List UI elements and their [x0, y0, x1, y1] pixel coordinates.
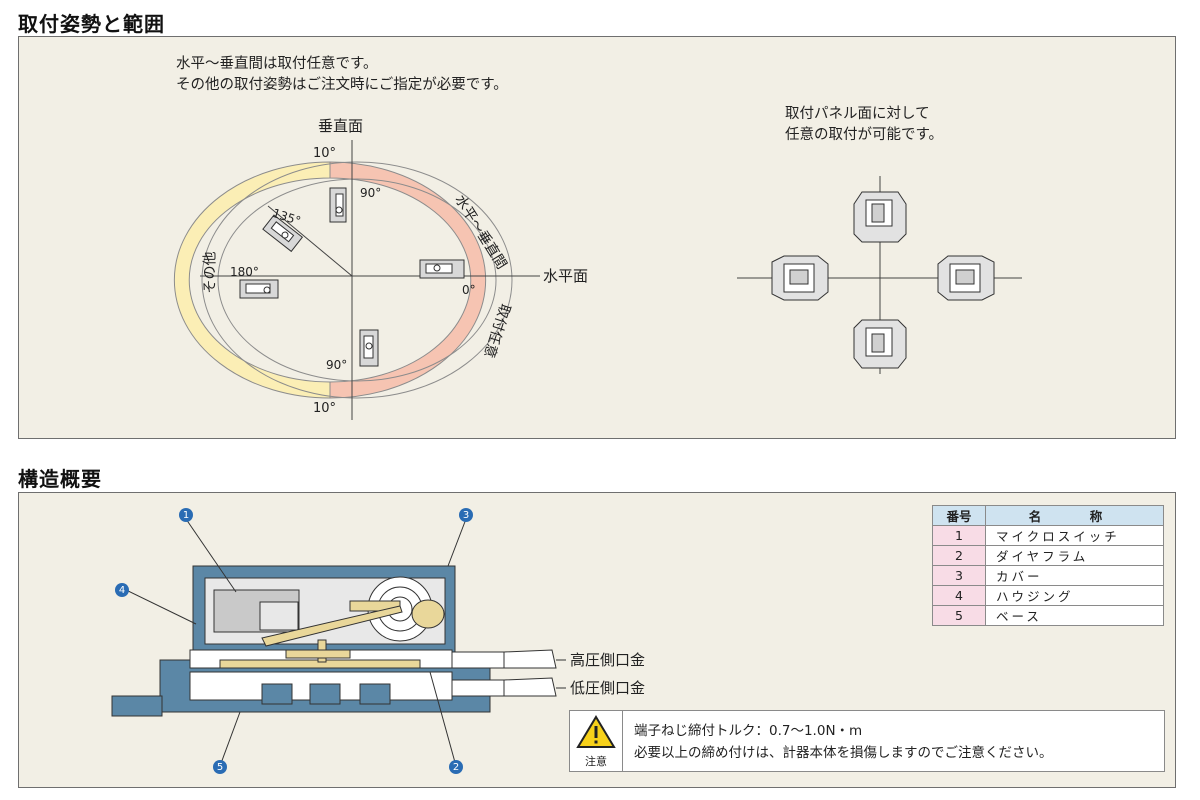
caution-icon-cell: 注意: [570, 711, 623, 771]
callout-1: 1: [182, 510, 190, 521]
part-name: ベース: [985, 605, 1164, 626]
low-port-nozzle: [451, 677, 557, 697]
horizontal-plane-label: 水平面: [543, 267, 589, 285]
callout-2: 2: [452, 762, 460, 773]
panel-device-bottom: [853, 319, 907, 369]
part-name: カバー: [985, 565, 1164, 586]
table-row: 2 ダイヤフラム: [932, 545, 1164, 566]
panel-note-line1: 取付パネル面に対して: [785, 106, 930, 122]
callout-circle-5: [213, 760, 227, 774]
section-title-structure: 構造概要: [18, 467, 102, 491]
section-title-mounting: 取付姿勢と範囲: [18, 12, 165, 36]
panel-note-line2: 任意の取付が可能です。: [785, 127, 944, 143]
callout-4: 4: [118, 585, 126, 596]
part-name: ハウジング: [985, 585, 1164, 606]
part-number: 3: [932, 565, 986, 586]
caution-icon-label: 注意: [585, 755, 607, 768]
caution-line1: 端子ねじ締付トルク：0.7～1.0N・m: [634, 723, 863, 739]
arc-free-range: [329, 161, 487, 399]
callout-circle-3: [459, 508, 473, 522]
mounting-desc-line1: 水平～垂直間は取付任意です。: [176, 56, 378, 72]
panel-device-left: [771, 255, 829, 301]
callout-5: 5: [216, 762, 224, 773]
table-row: 3 カバー: [932, 565, 1164, 586]
device-icon-0: [419, 259, 465, 279]
device-icon-135: [262, 214, 304, 253]
parts-table: 番号 名 称 1 マイクロスイッチ 2 ダイヤフラム 3 カバー 4 ハウジング…: [932, 505, 1164, 626]
part-number: 4: [932, 585, 986, 606]
part-number: 5: [932, 605, 986, 626]
angle-90-top: 90°: [360, 186, 382, 200]
part-name: ダイヤフラム: [985, 545, 1164, 566]
vertical-plane-label: 垂直面: [318, 117, 364, 135]
part-number: 2: [932, 545, 986, 566]
callout-circle-1: [179, 508, 193, 522]
table-row: 4 ハウジング: [932, 585, 1164, 606]
angle-0: 0°: [462, 283, 476, 297]
callout-3: 3: [462, 510, 470, 521]
table-row: 5 ベース: [932, 605, 1164, 626]
mounting-desc-line2: その他の取付姿勢はご注文時にご指定が必要です。: [176, 77, 508, 93]
high-port-nozzle: [451, 649, 557, 669]
panel-device-right: [937, 255, 995, 301]
mounting-panel: [18, 36, 1176, 439]
warning-icon: [576, 715, 616, 748]
part-name: マイクロスイッチ: [985, 525, 1164, 546]
angle-90-bottom: 90°: [326, 358, 348, 372]
callout-circle-2: [449, 760, 463, 774]
angle-10-bottom: 10°: [313, 401, 337, 416]
part-number: 1: [932, 525, 986, 546]
header-name: 名 称: [985, 505, 1164, 526]
header-number: 番号: [932, 505, 986, 526]
device-icon-90-top: [329, 187, 347, 223]
low-pressure-port-label: 低圧側口金: [570, 679, 646, 697]
caution-box: 注意 端子ねじ締付トルク：0.7～1.0N・m 必要以上の締め付けは、計器本体を…: [569, 710, 1165, 772]
angle-180: 180°: [230, 265, 259, 279]
caution-line2: 必要以上の締め付けは、計器本体を損傷しますのでご注意ください。: [634, 745, 1053, 761]
panel-device-top: [853, 191, 907, 243]
callout-circle-4: [115, 583, 129, 597]
table-row: 1 マイクロスイッチ: [932, 525, 1164, 546]
high-pressure-port-label: 高圧側口金: [570, 651, 646, 669]
device-icon-90-bottom: [359, 329, 379, 367]
device-icon-180: [239, 279, 279, 299]
angle-10-top: 10°: [313, 146, 337, 161]
parts-table-header: 番号 名 称: [932, 505, 1164, 526]
